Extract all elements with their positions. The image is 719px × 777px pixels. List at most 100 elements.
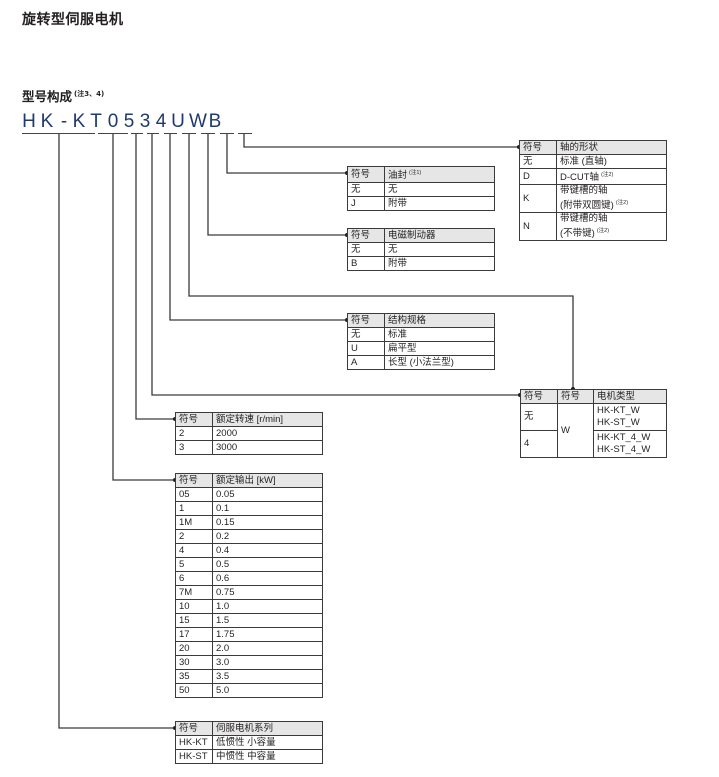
cell-desc: 扁平型 <box>384 341 495 356</box>
section-note: (注3、4) <box>74 90 105 98</box>
desc-text: D-CUT轴 <box>560 172 600 183</box>
note: (注2) <box>596 228 610 234</box>
cell-sym: 1M <box>175 515 213 530</box>
cell-desc: D-CUT轴(注2) <box>556 168 667 185</box>
note: (注1) <box>409 170 422 176</box>
code-char: - <box>60 111 68 132</box>
cell-sym: D <box>519 168 557 185</box>
code-char: K <box>40 111 54 132</box>
code-underline <box>238 133 252 134</box>
cell-sym: K <box>519 184 557 213</box>
cell-desc: 0.6 <box>212 571 323 586</box>
cell-sym: 10 <box>175 599 213 614</box>
cell-sym: 4 <box>175 543 213 558</box>
header-symbol: 符号 <box>175 721 213 736</box>
cell-sym-2: W <box>557 403 594 458</box>
header-desc: 额定转速 [r/min] <box>212 412 323 427</box>
cell-sym: 17 <box>175 627 213 642</box>
cell-sym: 2 <box>175 426 213 441</box>
cell-desc: 0.05 <box>212 487 323 502</box>
cell-sym: J <box>347 196 385 211</box>
cell-desc: 无 <box>384 242 495 257</box>
section-title-text: 型号构成 <box>22 89 73 104</box>
cell-desc: 0.4 <box>212 543 323 558</box>
connector-structure <box>169 134 347 321</box>
header-symbol: 符号 <box>347 166 385 183</box>
cell-desc: 附带 <box>384 256 495 271</box>
cell-desc: 3.5 <box>212 669 323 684</box>
code-char: T <box>90 111 102 132</box>
cell-desc: 低惯性 小容量 <box>212 735 323 750</box>
cell-sym: 4 <box>520 430 558 458</box>
header-desc: 油封(注1) <box>384 166 495 183</box>
cell-desc: 标准 (直轴) <box>556 154 667 169</box>
cell-desc: 0.75 <box>212 585 323 600</box>
cell-desc: 2.0 <box>212 641 323 656</box>
cell-sym: 50 <box>175 683 213 698</box>
cell-desc: 0.15 <box>212 515 323 530</box>
connector-motor-type <box>151 134 520 396</box>
connector-oil-seal <box>226 134 347 174</box>
header-desc: 结构规格 <box>384 313 495 328</box>
cell-sym: 无 <box>347 242 385 257</box>
cell-desc: 长型 (小法兰型) <box>384 355 495 370</box>
cell-sym: U <box>347 341 385 356</box>
type-text: HK-KT_W <box>597 405 640 416</box>
cell-sym: 20 <box>175 641 213 656</box>
note: (注2) <box>615 200 629 206</box>
cell-sym: 6 <box>175 571 213 586</box>
cell-sym: 05 <box>175 487 213 502</box>
cell-desc: 0.2 <box>212 529 323 544</box>
header-desc: 额定输出 [kW] <box>212 473 323 488</box>
cell-desc: 1.75 <box>212 627 323 642</box>
header-symbol: 符号 <box>175 473 213 488</box>
cell-sym: B <box>347 256 385 271</box>
cell-desc: 带键槽的轴 (附带双圆键)(注2) <box>556 184 667 213</box>
desc-text: 带键槽的轴 <box>560 185 608 196</box>
code-underline <box>182 133 196 134</box>
cell-sym: 3 <box>175 440 213 455</box>
connector-brake <box>207 134 347 236</box>
header-symbol: 符号 <box>347 313 385 328</box>
code-char: 3 <box>139 111 151 132</box>
cell-sym: 15 <box>175 613 213 628</box>
cell-sym: 5 <box>175 557 213 572</box>
cell-desc: 3000 <box>212 440 323 455</box>
connector-shaft <box>243 134 519 148</box>
desc-text: 带键槽的轴 <box>560 213 608 224</box>
code-char: 4 <box>155 111 167 132</box>
cell-sym: 无 <box>520 403 558 431</box>
cell-desc: 标准 <box>384 327 495 342</box>
desc-text: (附带双圆键) <box>560 200 614 211</box>
code-underline <box>164 133 177 134</box>
code-underline <box>147 133 159 134</box>
header-desc: 电磁制动器 <box>384 228 495 243</box>
note: (注2) <box>601 172 614 178</box>
type-text: HK-KT_4_W <box>597 432 651 443</box>
cell-sym: 1 <box>175 501 213 516</box>
header-text: 油封 <box>388 170 408 181</box>
header-desc: 伺服电机系列 <box>212 721 323 736</box>
cell-desc: 5.0 <box>212 683 323 698</box>
header-symbol: 符号 <box>520 389 558 404</box>
